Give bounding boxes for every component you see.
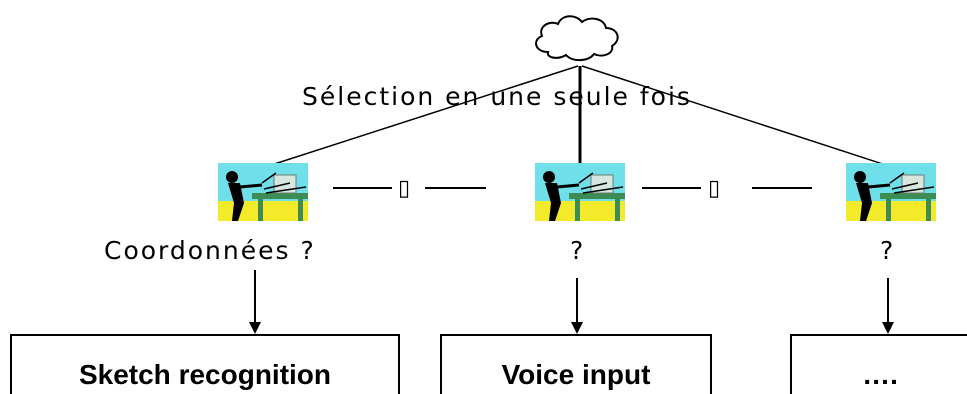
arrow-down-3 — [882, 278, 894, 334]
node-2-question: ? — [570, 236, 586, 265]
output-box-voice: Voice input — [440, 334, 712, 394]
node-3-question: ? — [880, 236, 896, 265]
separator-2: ▯ — [708, 175, 721, 200]
separator-1: ▯ — [398, 175, 411, 200]
cloud-icon — [535, 15, 619, 62]
node-1-question: Coordonnées ? — [104, 236, 316, 265]
output-box-more: …. — [790, 334, 967, 394]
link-cloud-node-3 — [581, 65, 896, 169]
arrow-down-2 — [571, 278, 583, 334]
output-label: Sketch recognition — [78, 359, 332, 390]
output-box-sketch: Sketch recognition — [10, 334, 400, 394]
person-at-computer-icon — [846, 163, 936, 221]
cloud-label: Sélection en une seule fois — [302, 82, 692, 111]
output-label: …. — [862, 359, 898, 390]
output-label: Voice input — [501, 359, 651, 390]
person-at-computer-icon — [535, 163, 625, 221]
arrow-down-1 — [249, 270, 261, 334]
person-at-computer-icon — [218, 163, 308, 221]
link-cloud-node-1 — [261, 65, 579, 169]
